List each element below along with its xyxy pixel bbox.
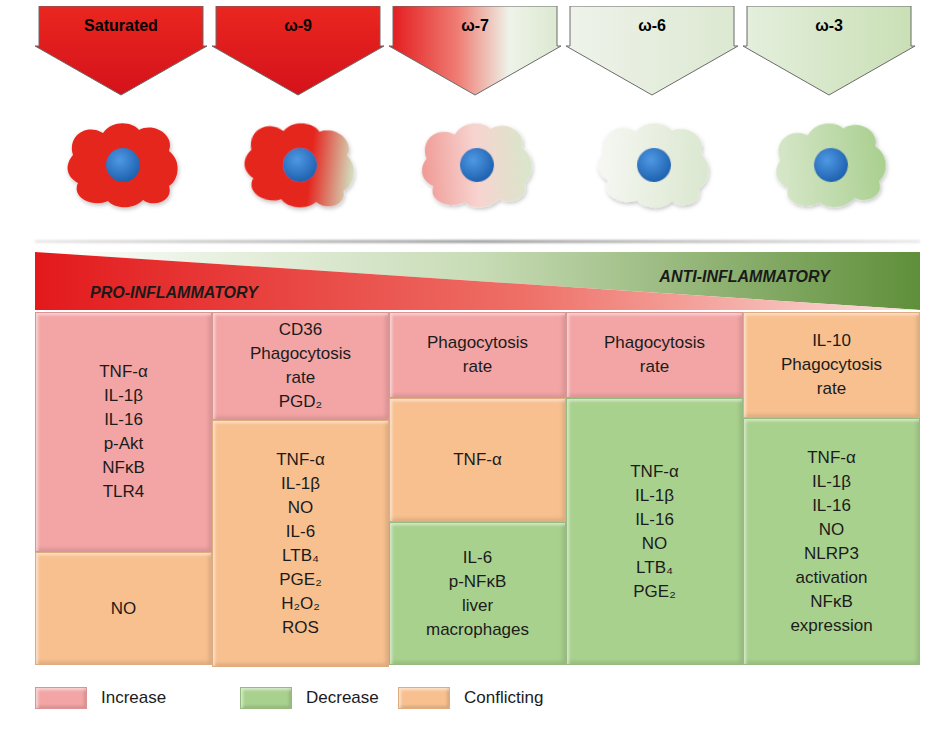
cell-text: TNF-α	[630, 460, 679, 484]
cell-text: NO	[642, 532, 668, 556]
legend-text: Decrease	[306, 688, 379, 708]
cell-text: IL-1β	[281, 472, 320, 496]
cell-text: Phagocytosis rate	[594, 331, 716, 379]
effect-cell: NO	[35, 552, 212, 665]
cell-text: IL-10	[812, 329, 851, 353]
cell-text: IL-1β	[812, 470, 851, 494]
cell-text: liver macrophages	[417, 594, 539, 642]
cell-text: PGE₂	[633, 580, 676, 604]
fatty-acid-arrow: ω-3	[743, 6, 915, 96]
fatty-acid-arrow: ω-7	[389, 6, 561, 96]
cell-nucleus	[459, 147, 495, 183]
cell-body	[240, 118, 358, 213]
cell-nucleus	[812, 146, 849, 183]
cell-body	[68, 123, 178, 207]
arrow-outline	[743, 6, 915, 95]
cell-text: NLRP3 activation	[771, 542, 893, 590]
fatty-acid-arrow: ω-6	[566, 6, 738, 96]
arrow-label: Saturated	[84, 17, 158, 35]
macrophage-cell	[419, 120, 535, 211]
arrow-outline	[566, 6, 738, 95]
cell-text: NO	[111, 597, 137, 621]
legend-swatch	[35, 687, 87, 709]
cell-text: H₂O₂	[281, 592, 320, 616]
pro-wedge	[35, 252, 920, 310]
anti-wedge	[35, 252, 920, 310]
legend-entry: Increase	[35, 687, 166, 709]
cell-text: TNF-α	[276, 448, 325, 472]
legend-text: Increase	[101, 688, 166, 708]
arrow-outline	[389, 6, 561, 95]
cell-text: IL-1β	[104, 384, 143, 408]
cell-body	[419, 120, 535, 211]
legend-entry: Decrease	[240, 687, 379, 709]
cell-text: ROS	[282, 616, 319, 640]
macrophage-cells	[68, 118, 890, 213]
effect-cell: TNF-αIL-1βNOIL-6LTB₄PGE₂H₂O₂ROS	[212, 420, 389, 667]
cell-text: TNF-α	[453, 448, 502, 472]
effect-cell: CD36Phagocytosis ratePGD₂	[212, 312, 389, 420]
macrophage-cell	[596, 120, 710, 210]
cell-text: NFκB expression	[771, 590, 893, 638]
cell-text: LTB₄	[282, 544, 319, 568]
cell-text: IL-16	[635, 508, 674, 532]
legend-text: Conflicting	[464, 688, 543, 708]
divider-shadow	[35, 240, 920, 243]
cell-text: IL-6	[463, 546, 492, 570]
effect-cell: IL-10Phagocytosis rate	[743, 312, 920, 418]
cell-nucleus	[281, 146, 318, 183]
macrophage-cell	[240, 118, 358, 213]
macrophage-cell	[68, 123, 178, 207]
cell-text: NO	[819, 518, 845, 542]
cell-text: Phagocytosis rate	[240, 342, 362, 390]
cell-text: LTB₄	[636, 556, 673, 580]
arrow-label: ω-9	[284, 17, 312, 35]
cell-text: IL-1β	[635, 484, 674, 508]
arrow-outline	[212, 6, 384, 95]
cell-text: Phagocytosis rate	[771, 353, 893, 401]
effect-cell: Phagocytosis rate	[566, 312, 743, 398]
effect-cell: Phagocytosis rate	[389, 312, 566, 398]
legend-swatch	[240, 687, 292, 709]
cell-text: IL-16	[812, 494, 851, 518]
cell-text: CD36	[279, 318, 322, 342]
cell-text: IL-6	[286, 520, 315, 544]
cell-text: IL-16	[104, 408, 143, 432]
cell-text: TNF-α	[99, 360, 148, 384]
cell-text: PGE₂	[279, 568, 322, 592]
gradient-label: ANTI-INFLAMMATORY	[659, 268, 830, 286]
arrow-outline	[35, 6, 207, 95]
effect-cell: TNF-αIL-1βIL-16NONLRP3 activationNFκB ex…	[743, 418, 920, 665]
cell-text: p-Akt	[104, 432, 144, 456]
cell-text: PGD₂	[279, 390, 322, 414]
cell-text: NO	[288, 496, 314, 520]
fatty-acid-arrow: ω-9	[212, 6, 384, 96]
effect-cell: TNF-αIL-1βIL-16p-AktNFκBTLR4	[35, 312, 212, 552]
fatty-acid-arrow: Saturated	[35, 6, 207, 96]
cell-text: p-NFκB	[449, 570, 507, 594]
cell-text: TNF-α	[807, 446, 856, 470]
cell-body	[772, 118, 890, 213]
legend-swatch	[398, 687, 450, 709]
arrow-label: ω-6	[638, 17, 666, 35]
gradient-label: PRO-INFLAMMATORY	[90, 284, 258, 302]
arrow-label: ω-3	[815, 17, 843, 35]
arrow-label: ω-7	[461, 17, 489, 35]
legend-entry: Conflicting	[398, 687, 543, 709]
cell-nucleus	[106, 148, 140, 182]
macrophage-cell	[772, 118, 890, 213]
cell-text: Phagocytosis rate	[417, 331, 539, 379]
effect-cell: IL-6p-NFκBliver macrophages	[389, 522, 566, 665]
cell-text: TLR4	[103, 480, 145, 504]
cell-text: NFκB	[102, 456, 145, 480]
cell-body	[596, 120, 710, 210]
effect-cell: TNF-αIL-1βIL-16NOLTB₄PGE₂	[566, 398, 743, 665]
cell-nucleus	[636, 147, 672, 183]
effect-cell: TNF-α	[389, 398, 566, 522]
gradient-banner: PRO-INFLAMMATORY ANTI-INFLAMMATORY	[35, 252, 920, 310]
